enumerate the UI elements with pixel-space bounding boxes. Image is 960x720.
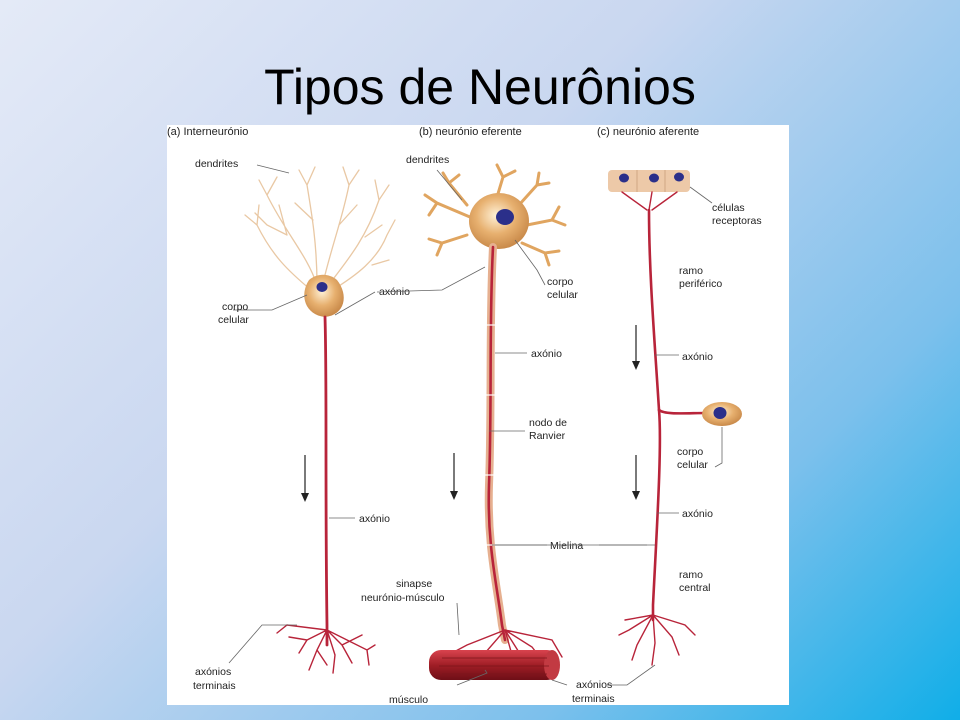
panel-b-dendrites xyxy=(423,163,567,267)
panel-b-label-musculo: músculo xyxy=(389,694,428,705)
panel-a-header: (a) Interneurónio xyxy=(167,126,248,138)
panel-b-nucleus xyxy=(496,209,514,225)
panel-c-receptor-cells xyxy=(608,170,690,192)
panel-a-label-celular: celular xyxy=(218,314,249,326)
panel-c-nucleus xyxy=(713,407,727,419)
neuron-diagram-svg: (a) Interneurónio dendrites corpo celula… xyxy=(167,126,762,705)
panel-a-nucleus xyxy=(316,282,328,292)
panel-b-header: (b) neurónio eferente xyxy=(419,126,522,138)
panel-c-label-axonio-top: axónio xyxy=(682,351,713,363)
panel-c-label-central: central xyxy=(679,582,711,594)
panel-c-label-celulas2: receptoras xyxy=(712,215,762,227)
panel-b-label-sinapse1: sinapse xyxy=(396,578,432,590)
panel-c-afferent-neuron: (c) neurónio aferente xyxy=(492,126,762,705)
panel-b-label-mielina: Mielina xyxy=(550,540,583,552)
panel-c-label-celular: celular xyxy=(677,459,708,471)
panel-a-axon xyxy=(323,315,329,647)
slide-title: Tipos de Neurônios xyxy=(264,59,696,115)
panel-a-label-axonios: axónios xyxy=(195,666,231,678)
panel-a-label-terminais: terminais xyxy=(193,680,236,692)
panel-a-dendrites xyxy=(244,166,396,292)
panel-c-header: (c) neurónio aferente xyxy=(597,126,699,138)
panel-a-label-corpo: corpo xyxy=(222,301,248,313)
panel-c-central-branch xyxy=(651,408,662,622)
panel-b-label-corpo: corpo xyxy=(547,276,573,288)
panel-c-label-corpo: corpo xyxy=(677,446,703,458)
panel-b-label-celular: celular xyxy=(547,289,578,301)
panel-c-label-celulas1: células xyxy=(712,202,745,214)
neuron-types-diagram: (a) Interneurónio dendrites corpo celula… xyxy=(167,125,789,705)
panel-b-axon xyxy=(487,245,507,642)
panel-b-label-dendrites: dendrites xyxy=(406,154,449,166)
panel-b-muscle xyxy=(429,650,559,680)
panel-b-label-sinapse2: neurónio-músculo xyxy=(361,592,445,604)
panel-c-label-terminais: terminais xyxy=(572,693,615,705)
panel-c-label-ramo2: ramo xyxy=(679,569,703,581)
panel-a-label-dendrites: dendrites xyxy=(195,158,238,170)
panel-b-efferent-neuron: (b) neurónio eferente xyxy=(361,126,655,705)
panel-a-cell-body xyxy=(304,274,344,317)
panel-c-label-axonios: axónios xyxy=(576,679,612,691)
panel-a-interneuron: (a) Interneurónio dendrites corpo celula… xyxy=(167,126,410,692)
panel-a-label-axonio-top: axónio xyxy=(379,286,410,298)
panel-c-label-axonio-bot: axónio xyxy=(682,508,713,520)
panel-c-label-periferico: periférico xyxy=(679,278,722,290)
panel-a-label-axonio-mid: axónio xyxy=(359,513,390,525)
panel-b-label-axonio: axónio xyxy=(531,348,562,360)
panel-c-label-ramo1: ramo xyxy=(679,265,703,277)
panel-c-peripheral-branch xyxy=(647,208,661,412)
panel-b-label-nodo1: nodo de xyxy=(529,417,567,429)
panel-b-label-nodo2: Ranvier xyxy=(529,430,566,442)
